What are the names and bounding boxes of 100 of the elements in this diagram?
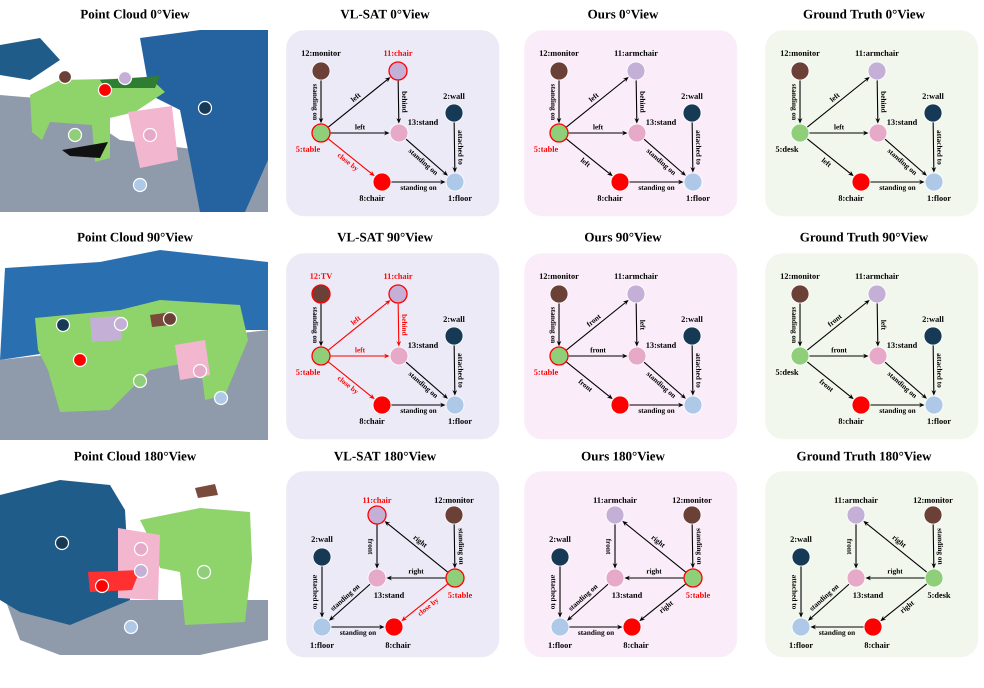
node-label: 2:wall <box>922 316 944 322</box>
node-label: 11:armchair <box>856 273 899 279</box>
circle-node: 13:stand <box>628 342 676 366</box>
panel-title: VL-SAT 180°View <box>334 451 436 461</box>
node-label: 5:table <box>534 146 558 152</box>
circle-node: 2:wall <box>550 536 571 566</box>
node-label: 11:chair <box>384 50 412 56</box>
node-label: 1:floor <box>548 642 572 648</box>
node-label: 5:table <box>448 592 472 598</box>
circle-node: 2:wall <box>682 93 703 122</box>
circle-node: 11:armchair <box>834 497 878 524</box>
node-label: 13:stand <box>408 342 438 348</box>
circle-node: 12:monitor <box>302 50 341 80</box>
circle-node: 2:wall <box>444 316 465 346</box>
circle-node: 11:armchair <box>594 497 637 524</box>
circle-node: 8:chair <box>360 396 392 424</box>
circle-node: 13:stand <box>868 342 918 366</box>
circle-node: 13:stand <box>368 568 404 598</box>
circle-node: 8:chair <box>838 396 870 424</box>
circle-node: 12:monitor <box>672 497 712 524</box>
circle-node: 1:floor <box>924 396 951 424</box>
node-label: 5:table <box>686 592 710 598</box>
node-label: 1:floor <box>310 642 334 648</box>
circle-node: 11:armchair <box>614 273 658 304</box>
panel-title: Ours 180°View <box>582 451 665 461</box>
node-label: 2:wall <box>312 536 333 542</box>
node-label: 8:chair <box>864 642 890 648</box>
circle-node: 1:floor <box>548 618 572 648</box>
node-label: 5:desk <box>776 369 799 375</box>
circle-node: 2:wall <box>444 93 465 122</box>
node-label: 1:floor <box>448 195 472 201</box>
node-label: 12:monitor <box>540 273 579 279</box>
circle-node: 1:floor <box>446 396 472 424</box>
node-label: 11:armchair <box>594 497 637 503</box>
circle-node: 1:floor <box>446 172 472 201</box>
circle-node: 11:chair <box>384 50 412 81</box>
node-label: 12:monitor <box>780 273 820 279</box>
circle-node: 1:floor <box>790 618 813 648</box>
node-label: 13:stand <box>612 592 642 598</box>
panel-title: Ground Truth 0°View <box>804 9 925 19</box>
circle-node: 5:table <box>445 568 472 598</box>
node-label: 1:floor <box>790 642 813 648</box>
node-label: 11:armchair <box>614 273 658 279</box>
circle-node: 12:TV <box>310 273 332 304</box>
node-label: 12:monitor <box>672 497 712 503</box>
circle-node: 12:monitor <box>914 497 953 524</box>
circle-node: 5:table <box>683 568 710 598</box>
node-label: 11:chair <box>363 497 392 503</box>
arrow <box>328 300 390 350</box>
circle-node: 11:chair <box>363 497 392 525</box>
node-label: 8:chair <box>360 418 384 424</box>
circle-node: 1:floor <box>310 618 334 648</box>
circle-node: 5:table <box>296 346 331 375</box>
node-label: 13:stand <box>646 342 676 348</box>
circle-node: 5:table <box>296 123 331 152</box>
node-label: 2:wall <box>550 536 571 542</box>
node-label: 8:chair <box>838 418 864 424</box>
node-label: 5:table <box>534 369 558 375</box>
circle-node: 11:armchair <box>856 50 899 80</box>
node-label: 5:desk <box>928 592 951 598</box>
panel-title: Point Cloud 0°View <box>80 9 190 19</box>
node-label: 2:wall <box>922 93 944 99</box>
node-label: 8:chair <box>838 195 864 201</box>
circle-node: 11:armchair <box>856 273 899 304</box>
node-label: 1:floor <box>448 418 472 424</box>
circle-node <box>610 396 630 414</box>
circle-node: 13:stand <box>606 568 642 598</box>
node-label: 1:floor <box>928 195 951 201</box>
panel-title: Ground Truth 90°View <box>800 232 928 242</box>
circle-node: 12:monitor <box>780 273 820 304</box>
node-label: 13:stand <box>887 342 918 348</box>
node-label: 2:wall <box>444 93 465 99</box>
node-label: 2:wall <box>682 93 703 99</box>
node-label: 13:stand <box>374 592 404 598</box>
node-label: 8:chair <box>598 195 622 201</box>
node-label: 11:armchair <box>856 50 899 56</box>
node-label: 12:monitor <box>302 50 341 56</box>
circle-node: 8:chair <box>598 172 630 201</box>
circle-node: 13:stand <box>390 342 438 366</box>
node-label: 2:wall <box>682 316 703 322</box>
node-label: 13:stand <box>887 119 918 125</box>
arrow <box>384 521 448 572</box>
node-label: 1:floor <box>928 418 951 424</box>
node-label: 5:desk <box>776 146 799 152</box>
node-label: 12:monitor <box>780 50 820 56</box>
circle-node: 12:monitor <box>540 273 579 304</box>
circle-node: 5:table <box>534 346 569 375</box>
node-label: 11:armchair <box>614 50 658 56</box>
node-label: 12:TV <box>310 273 332 279</box>
circle-node: 8:chair <box>622 618 648 648</box>
node-label: 12:monitor <box>434 497 474 503</box>
panel-title: Ours 90°View <box>585 232 662 242</box>
circle-node <box>684 396 702 414</box>
node-label: 12:monitor <box>914 497 953 503</box>
circle-node: 11:armchair <box>614 50 658 80</box>
node-label: 2:wall <box>790 536 812 542</box>
circle-node: 12:monitor <box>780 50 820 80</box>
node-label: 13:stand <box>853 592 884 598</box>
node-label: 13:stand <box>646 119 676 125</box>
circle-node: 2:wall <box>312 536 333 566</box>
